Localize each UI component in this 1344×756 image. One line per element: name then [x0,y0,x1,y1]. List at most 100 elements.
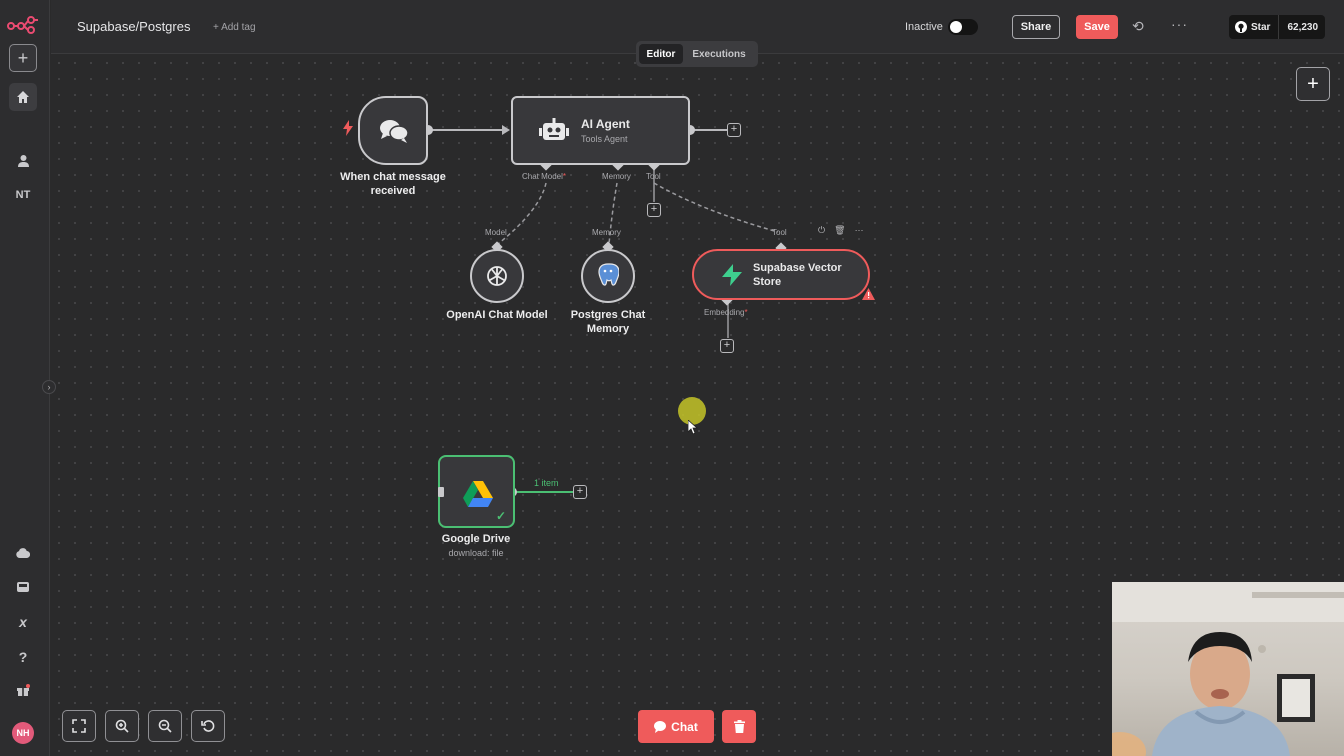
port-label-tool: Tool [646,172,661,181]
chat-icon [654,720,667,733]
drive-output-add-button[interactable]: + [573,485,587,499]
github-star-count: 62,230 [1287,21,1319,33]
history-icon[interactable]: ⟲ [1132,18,1144,34]
reset-zoom-button[interactable] [191,710,225,742]
supabase-node-toolbar: ⏻ 🗑 ··· [818,225,864,236]
success-check-icon: ✓ [496,509,507,523]
cursor-highlight [678,397,706,425]
sidebar: + NT x ? NH [0,0,50,756]
avatar-initials: NH [16,728,30,738]
node-openai-chat-model[interactable] [470,249,524,303]
power-icon[interactable]: ⏻ [818,225,826,235]
github-star-button[interactable]: Star [1229,15,1280,39]
supabase-port-label: Tool [772,228,787,237]
port-drive-in[interactable] [438,487,444,497]
add-node-button[interactable]: + [1296,67,1330,101]
delete-icon[interactable]: 🗑 [834,225,846,235]
embedding-port-label: Embedding* [704,308,748,317]
project-nt-button[interactable]: NT [9,181,37,209]
trigger-bolt-icon [343,120,353,141]
webcam-overlay [1112,582,1344,756]
google-drive-label: Google Drive [441,533,511,545]
zoom-to-fit-button[interactable] [62,710,96,742]
home-button[interactable] [9,83,37,111]
insights-button[interactable] [9,573,37,601]
zoom-in-button[interactable] [105,710,139,742]
tray-icon [17,582,29,592]
github-star-label: Star [1251,21,1271,33]
help-button[interactable]: ? [9,643,37,671]
open-chat-button[interactable]: Chat [638,710,714,743]
postgres-icon [598,263,619,286]
variable-x-icon: x [19,614,27,630]
gift-icon [17,684,30,696]
supabase-icon [722,264,742,286]
required-marker: * [562,172,567,181]
github-icon [1235,21,1247,33]
ai-agent-subtitle: Tools Agent [581,134,628,144]
node-chat-trigger[interactable] [358,96,428,165]
add-embedding-button[interactable]: + [720,339,734,353]
node-supabase-vector-store[interactable]: Supabase Vector Store [692,249,870,300]
templates-button[interactable] [9,539,37,567]
mouse-pointer-icon [687,419,699,439]
zoom-in-icon [115,719,129,733]
plus-icon: + [17,48,29,68]
tab-editor[interactable]: Editor [639,44,683,64]
openai-icon [487,266,507,286]
create-button[interactable]: + [9,44,37,72]
project-initials: NT [15,189,31,201]
chevron-right-icon: › [47,382,51,392]
github-star-widget[interactable]: Star 62,230 [1229,15,1325,39]
postgres-label: Postgres Chat Memory [570,309,646,335]
google-drive-icon [463,481,493,507]
add-tag-link[interactable]: + Add tag [213,22,256,33]
zoom-out-icon [158,719,172,733]
cloud-icon [16,548,30,558]
warning-icon[interactable] [862,287,875,305]
chat-model-text: Chat Model [522,172,563,181]
add-tool-button[interactable]: + [647,203,661,217]
google-drive-subtitle: download: file [448,548,504,558]
share-button[interactable]: Share [1012,15,1060,39]
drive-output-count: 1 item [534,478,559,488]
avatar[interactable]: NH [12,722,34,744]
active-toggle[interactable] [948,19,978,35]
agent-output-add-button[interactable]: + [727,123,741,137]
whats-new-button[interactable] [9,676,37,704]
plus-icon: + [1307,72,1319,95]
port-label-memory: Memory [602,172,631,181]
openai-port-label: Model [485,228,507,237]
clear-execution-button[interactable] [722,710,756,743]
view-tabs: Editor Executions [636,41,758,67]
workflow-title[interactable]: Supabase/Postgres [77,19,191,34]
presenter-video-image [1112,582,1344,756]
active-status-label: Inactive [905,21,943,33]
save-button[interactable]: Save [1076,15,1118,39]
fit-view-icon [72,719,86,733]
variables-button[interactable]: x [9,608,37,636]
n8n-logo[interactable] [7,14,41,39]
more-options-icon[interactable]: ··· [1171,16,1188,32]
chat-bubbles-icon [380,120,409,143]
chat-label: Chat [671,719,698,734]
node-postgres-chat-memory[interactable] [581,249,635,303]
user-icon [17,154,29,167]
toggle-knob [950,21,962,33]
required-marker: * [744,308,748,317]
undo-icon [201,720,215,732]
node-google-drive[interactable]: ✓ [438,455,515,528]
openai-label: OpenAI Chat Model [446,309,548,321]
more-icon[interactable]: ··· [854,225,864,235]
robot-icon [539,118,569,140]
postgres-port-label: Memory [592,228,621,237]
trash-icon [733,720,745,733]
sidebar-expand-button[interactable]: › [42,380,56,394]
chat-trigger-label: When chat message received [340,171,446,197]
zoom-out-button[interactable] [148,710,182,742]
question-icon: ? [18,649,28,665]
tab-executions[interactable]: Executions [692,48,746,60]
home-icon [17,91,29,103]
user-button[interactable] [9,146,37,174]
node-ai-agent[interactable]: AI Agent Tools Agent [511,96,690,165]
